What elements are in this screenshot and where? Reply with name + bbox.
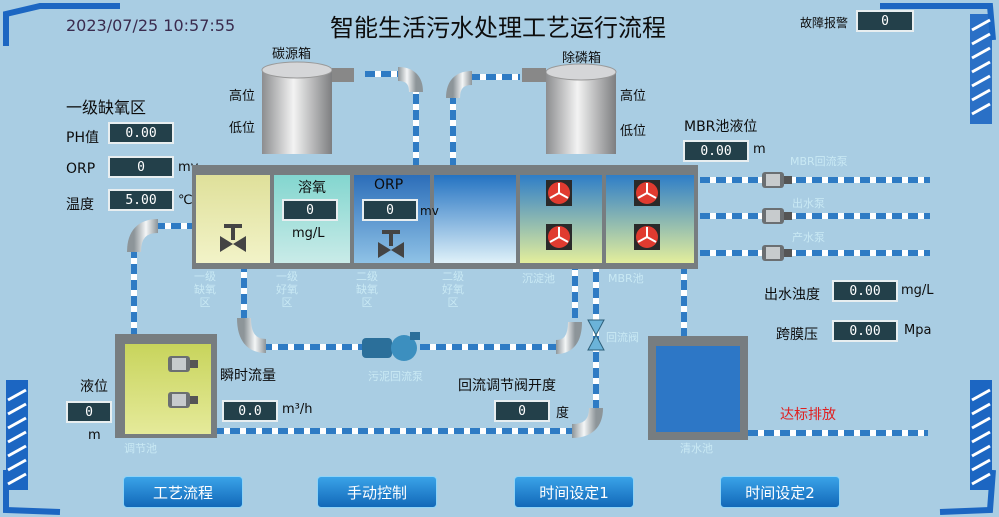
phos-tank-icon (522, 63, 617, 154)
orp1-value: 0 (108, 156, 174, 178)
sludge-return-pump-icon[interactable] (360, 330, 424, 364)
carbon-tank-name: 碳源箱 (272, 47, 312, 62)
tmp-value: 0.00 (832, 320, 898, 342)
carbon-tank-high-label: 高位 (229, 89, 256, 104)
phos-tank-high-label: 高位 (620, 89, 647, 104)
pump-icon[interactable] (166, 352, 200, 376)
mbr-level-value: 0.00 (683, 140, 749, 162)
tmp-label: 跨膜压 (776, 327, 818, 343)
turbidity-label: 出水浊度 (764, 287, 820, 303)
orp2-label: ORP (374, 177, 404, 193)
do-label: 溶氧 (298, 180, 326, 196)
turbidity-value: 0.00 (832, 280, 898, 302)
page-title: 智能生活污水处理工艺运行流程 (330, 14, 666, 42)
nav-time-setting-2-button[interactable]: 时间设定2 (720, 476, 840, 508)
regulating-tank-label: 调节池 (124, 442, 157, 455)
return-valve-label: 回流阀 (606, 331, 639, 344)
out-pipe-2 (700, 213, 930, 219)
nav-process-flow-button[interactable]: 工艺流程 (123, 476, 243, 508)
zone-label-anoxic2: 二级缺氧区 (356, 270, 378, 309)
ph-value: 0.00 (108, 122, 174, 144)
clear-pipe-v (681, 268, 687, 338)
clear-tank-label: 清水池 (680, 442, 713, 455)
pump-icon[interactable] (166, 388, 200, 412)
return-pipe-v2 (572, 268, 578, 318)
orp2-value: 0 (362, 199, 418, 221)
valve-opening-value: 0 (494, 400, 550, 422)
fan-icon[interactable] (546, 224, 572, 250)
zone-label-anoxic1: 一级缺氧区 (194, 270, 216, 309)
orp2-unit: mv (420, 204, 439, 218)
flow-value: 0.0 (222, 400, 278, 422)
fan-icon[interactable] (634, 224, 660, 250)
out-pipe-1 (700, 177, 930, 183)
level-value: 0 (66, 401, 112, 423)
return-valve-icon[interactable] (586, 318, 606, 352)
nav-manual-control-button[interactable]: 手动控制 (317, 476, 437, 508)
phos-tank-low-label: 低位 (620, 124, 647, 139)
valve-opening-label: 回流调节阀开度 (458, 378, 556, 394)
pump-icon[interactable] (760, 168, 794, 192)
sludge-return-pump-label: 污泥回流泵 (368, 370, 423, 383)
pump-icon[interactable] (760, 204, 794, 228)
carbon-dose-pipe-v (413, 90, 419, 168)
tmp-unit: Mpa (904, 323, 932, 338)
carbon-tank-low-label: 低位 (229, 121, 256, 136)
zone-label-mbr: MBR池 (608, 272, 644, 285)
zone-label-aerobic2: 二级好氧区 (442, 270, 464, 309)
temp-label: 温度 (66, 197, 94, 213)
pump-label-mbr-return: MBR回流泵 (790, 155, 848, 168)
fan-icon[interactable] (546, 180, 572, 206)
phos-tank-name: 除磷箱 (562, 51, 602, 66)
nav-time-setting-1-button[interactable]: 时间设定1 (514, 476, 634, 508)
ph-label: PH值 (66, 130, 99, 146)
valve-icon[interactable] (376, 228, 406, 262)
out-pipe-3 (700, 250, 930, 256)
phos-dose-pipe-v (450, 96, 456, 168)
fault-alarm-value: 0 (856, 10, 914, 32)
phos-dose-pipe-h (470, 74, 520, 80)
turbidity-unit: mg/L (901, 283, 934, 298)
discharge-label: 达标排放 (780, 407, 836, 423)
fault-alarm-label: 故障报警 (800, 16, 849, 30)
valve-icon[interactable] (218, 222, 248, 256)
return-pipe-v1 (241, 268, 247, 320)
orp1-label: ORP (66, 161, 96, 177)
anoxic1-heading: 一级缺氧区 (66, 98, 147, 117)
zone-anoxic1 (196, 175, 270, 263)
carbon-tank-icon (261, 61, 354, 154)
pump-label-product: 产水泵 (792, 231, 825, 244)
mbr-level-unit: m (753, 142, 766, 157)
zone-aerobic2 (434, 175, 516, 263)
feed-pipe-h (155, 223, 195, 229)
zone-label-settling: 沉淀池 (522, 272, 555, 285)
bottom-pipe (214, 428, 574, 434)
return-pipe-h2 (420, 344, 560, 350)
do-value: 0 (282, 199, 338, 221)
zone-label-aerobic1: 一级好氧区 (276, 270, 298, 309)
flow-label: 瞬时流量 (220, 368, 276, 384)
temp-value: 5.00 (108, 189, 174, 211)
pump-label-outlet: 出水泵 (792, 197, 825, 210)
valve-opening-unit: 度 (556, 406, 570, 421)
discharge-pipe (748, 430, 928, 436)
clear-tank (656, 346, 740, 432)
carbon-dose-pipe-h (365, 71, 405, 77)
level-label: 液位 (80, 379, 108, 395)
datetime: 2023/07/25 10:57:55 (66, 16, 236, 35)
level-unit: m (88, 428, 101, 443)
temp-unit: ℃ (178, 193, 193, 208)
do-unit: mg/L (292, 226, 325, 241)
return-pipe-h1 (262, 344, 362, 350)
mbr-level-label: MBR池液位 (684, 119, 758, 135)
pump-icon[interactable] (760, 241, 794, 265)
feed-pipe-v (131, 250, 137, 338)
fan-icon[interactable] (634, 180, 660, 206)
flow-unit: m³/h (282, 402, 313, 417)
